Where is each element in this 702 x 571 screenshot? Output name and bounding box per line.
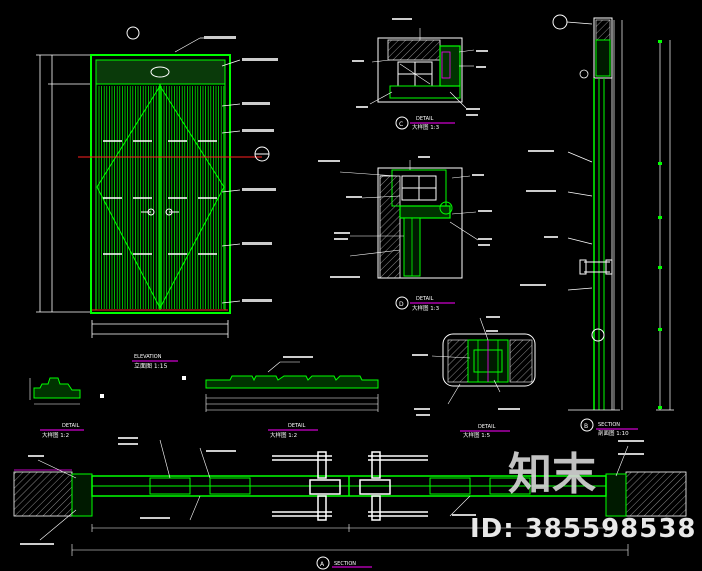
detail-e-name: DETAIL [478,424,496,430]
watermark-logo: 知末 [508,449,596,500]
marker-d: D [399,301,404,308]
plan-handles [272,451,428,521]
section-plan-name: SECTION [334,561,356,567]
elevation-title-scale: 立面图 1:15 [134,362,168,370]
detail-d-scale: 大样图 1:3 [412,304,440,312]
marker-b: B [584,423,588,430]
detail-b: DETAIL 大样图 1:2 [205,356,379,439]
transom-ornament [150,66,170,78]
detail-b-scale: 大样图 1:2 [270,431,297,439]
marker-a: A [320,561,325,568]
watermark-id: ID: 385598538 [470,514,697,544]
elevation-title-name: ELEVATION [134,354,162,360]
detail-a: DETAIL 大样图 1:2 [29,377,104,439]
section-side-scale: 剖面图 1:10 [598,429,629,437]
plan-section: A SECTION [13,437,687,570]
detail-a-scale: 大样图 1:2 [42,431,69,439]
detail-c-scale: 大样图 1:3 [412,123,440,131]
title-elevation: ELEVATION 立面图 1:15 [132,354,186,380]
door-handles [141,208,179,216]
detail-c: C DETAIL 大样图 1:3 [352,18,488,131]
detail-e: DETAIL 大样图 1:5 [412,316,536,439]
door-elevation [36,26,278,338]
detail-c-name: DETAIL [416,116,434,122]
section-side-name: SECTION [598,422,620,428]
side-section: B SECTION 剖面图 1:10 [520,14,674,437]
detail-d-name: DETAIL [416,296,434,302]
detail-b-name: DETAIL [288,423,306,429]
detail-d: D DETAIL 大样图 1:3 [318,156,492,312]
detail-a-name: DETAIL [62,423,80,429]
detail-e-scale: 大样图 1:5 [463,431,491,439]
marker-c: C [399,121,403,128]
